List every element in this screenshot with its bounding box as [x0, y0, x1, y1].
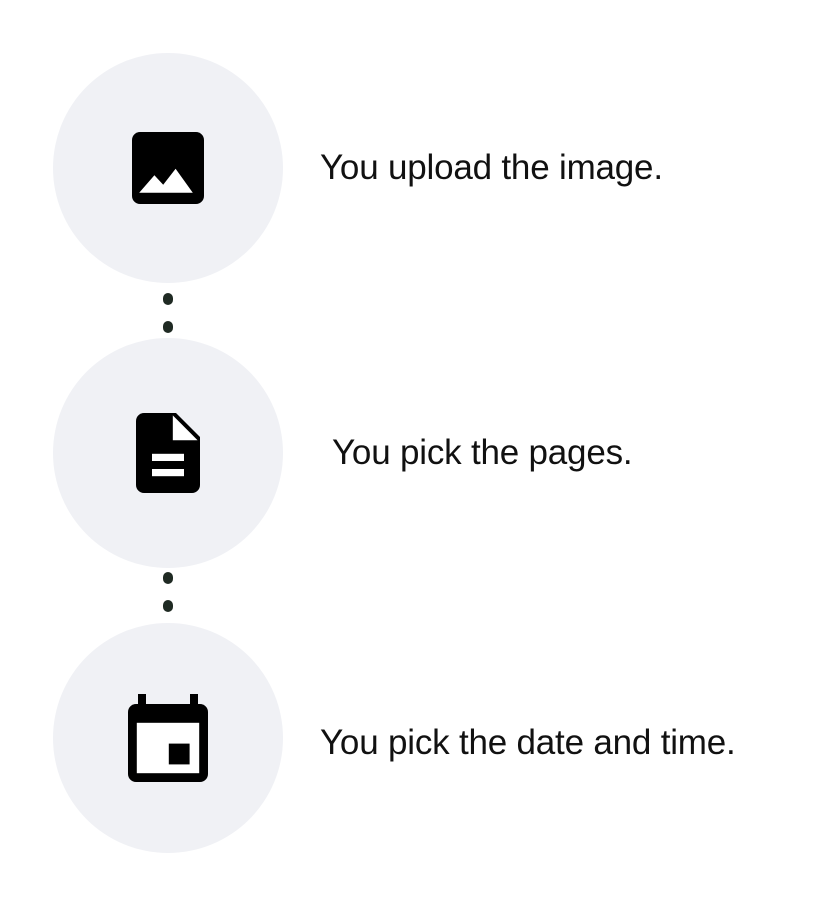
connector-dot — [163, 572, 173, 584]
step-2-text: You pick the pages. — [332, 433, 633, 472]
step-2-circle — [53, 338, 283, 568]
calendar-icon — [128, 694, 208, 782]
step-1-text: You upload the image. — [320, 148, 663, 187]
step-1-circle — [53, 53, 283, 283]
document-icon — [136, 413, 200, 493]
connector-dot — [163, 293, 173, 305]
step-3-text: You pick the date and time. — [320, 723, 736, 762]
connector-dot — [163, 321, 173, 333]
image-icon — [132, 132, 204, 204]
connector-dot — [163, 600, 173, 612]
step-3-circle — [53, 623, 283, 853]
